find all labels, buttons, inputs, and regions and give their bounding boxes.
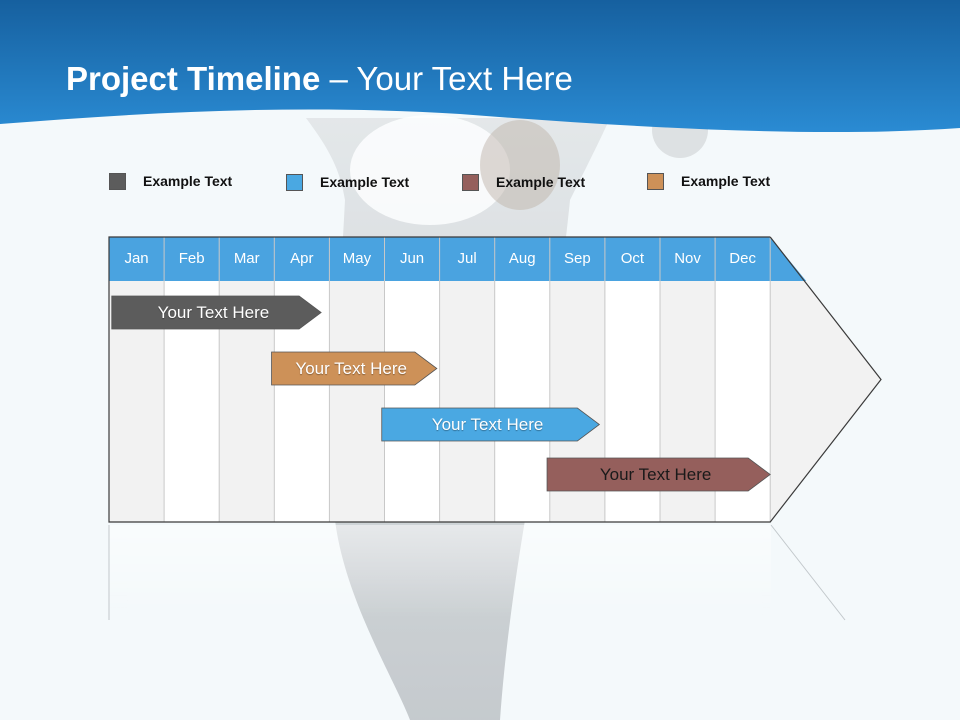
legend-item-blue: Example Text	[286, 172, 409, 192]
task-bar-label: Your Text Here	[295, 359, 407, 378]
month-label-dec: Dec	[729, 250, 756, 267]
legend-swatch-blue	[286, 173, 303, 191]
legend-label: Example Text	[143, 173, 233, 189]
month-header-cell	[604, 237, 660, 281]
month-label-apr: Apr	[290, 250, 314, 267]
month-header-cell	[274, 237, 330, 281]
month-header-cell	[109, 237, 165, 281]
legend-item-grey: Example Text	[109, 171, 232, 191]
month-label-mar: Mar	[233, 250, 260, 267]
month-header-cell	[715, 237, 771, 281]
month-column	[494, 281, 550, 522]
legend-swatch-tan	[647, 172, 664, 190]
month-label-feb: Feb	[178, 250, 205, 267]
month-header-cell	[439, 237, 495, 281]
timeline-arrow-outline	[108, 236, 882, 523]
month-label-jul: Jul	[457, 250, 477, 267]
month-label-oct: Oct	[620, 250, 645, 267]
timeline-chart	[108, 236, 882, 523]
month-label-sep: Sep	[563, 250, 591, 267]
month-header-cell	[329, 237, 385, 281]
legend-label: Example Text	[320, 174, 410, 190]
month-label-aug: Aug	[508, 250, 536, 267]
legend-swatch-mauve	[462, 173, 479, 191]
task-bar-label: Your Text Here	[157, 303, 270, 322]
task-bar-label: Your Text Here	[599, 465, 712, 484]
month-column	[439, 281, 495, 522]
legend-item-mauve: Example Text	[462, 172, 585, 192]
month-label-may: May	[342, 250, 372, 267]
month-header-cell	[219, 237, 275, 281]
month-header-cell	[384, 237, 440, 281]
month-header-cell	[660, 237, 716, 281]
task-bar	[381, 407, 601, 442]
month-header-cell	[549, 237, 605, 281]
title-rest: – Your Text Here	[320, 60, 573, 97]
task-bar	[111, 295, 322, 330]
task-bar	[546, 457, 771, 492]
month-label-jun: Jun	[399, 250, 425, 267]
legend-swatch-grey	[109, 172, 126, 190]
legend-label: Example Text	[496, 174, 586, 190]
month-header-cell	[494, 237, 550, 281]
month-label-nov: Nov	[674, 250, 701, 267]
legend-label: Example Text	[681, 173, 771, 189]
task-bar	[271, 351, 438, 386]
month-column	[384, 281, 440, 522]
header-band	[0, 0, 960, 133]
month-header-cell	[164, 237, 220, 281]
legend-item-tan: Example Text	[647, 171, 770, 191]
timeline-reflection	[108, 524, 846, 621]
task-bar-label: Your Text Here	[431, 415, 544, 434]
slide-title: Project Timeline – Your Text Here	[66, 60, 573, 98]
title-bold: Project Timeline	[66, 60, 321, 97]
month-column	[329, 281, 385, 522]
month-label-jan: Jan	[124, 250, 149, 267]
